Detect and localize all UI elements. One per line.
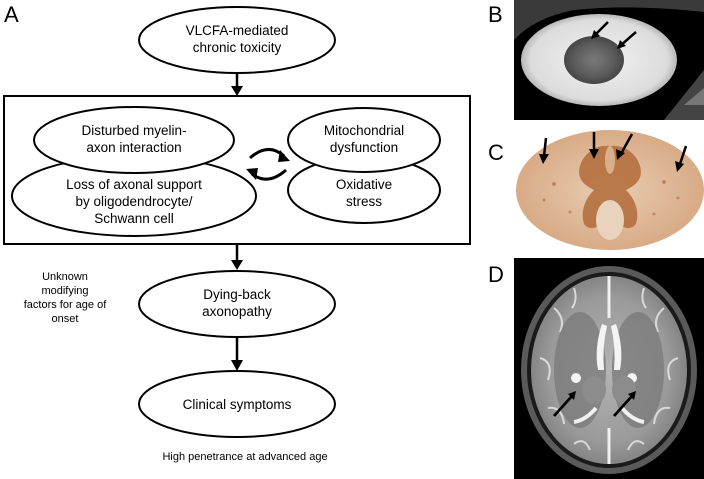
panel-a-label: A <box>4 2 19 27</box>
node-mito: Mitochondrial dysfunction <box>323 123 405 155</box>
histology-spinal-cord-image <box>514 124 704 254</box>
node-clinical: Clinical symptoms <box>182 397 292 412</box>
mri-spinal-cord-image <box>514 0 704 120</box>
panel-d-label: D <box>488 262 504 287</box>
panel-b-label: B <box>488 2 503 27</box>
arrow-head-2 <box>231 260 243 270</box>
panel-c-label: C <box>488 140 504 165</box>
node-support: Loss of axonal support by oligodendrocyt… <box>66 177 202 226</box>
arrow-head-1 <box>231 86 243 96</box>
mri-brain-axial-image <box>514 258 704 479</box>
node-dying-back: Dying-back axonopathy <box>202 287 272 319</box>
node-mito-outline <box>287 107 441 173</box>
modifier-note: Unknown modifying factors for age of ons… <box>23 271 107 325</box>
node-myelin-outline <box>33 106 235 174</box>
arrow-head-3 <box>231 360 243 371</box>
node-oxidative: Oxidative stress <box>335 177 393 209</box>
penetrance-note: High penetrance at advanced age <box>162 451 328 463</box>
node-myelin: Disturbed myelin- axon interaction <box>81 123 187 155</box>
flow-diagram-lines <box>3 6 471 438</box>
node-vlcfa: VLCFA-mediated chronic toxicity <box>185 23 289 55</box>
node-clinical-outline <box>138 370 336 438</box>
